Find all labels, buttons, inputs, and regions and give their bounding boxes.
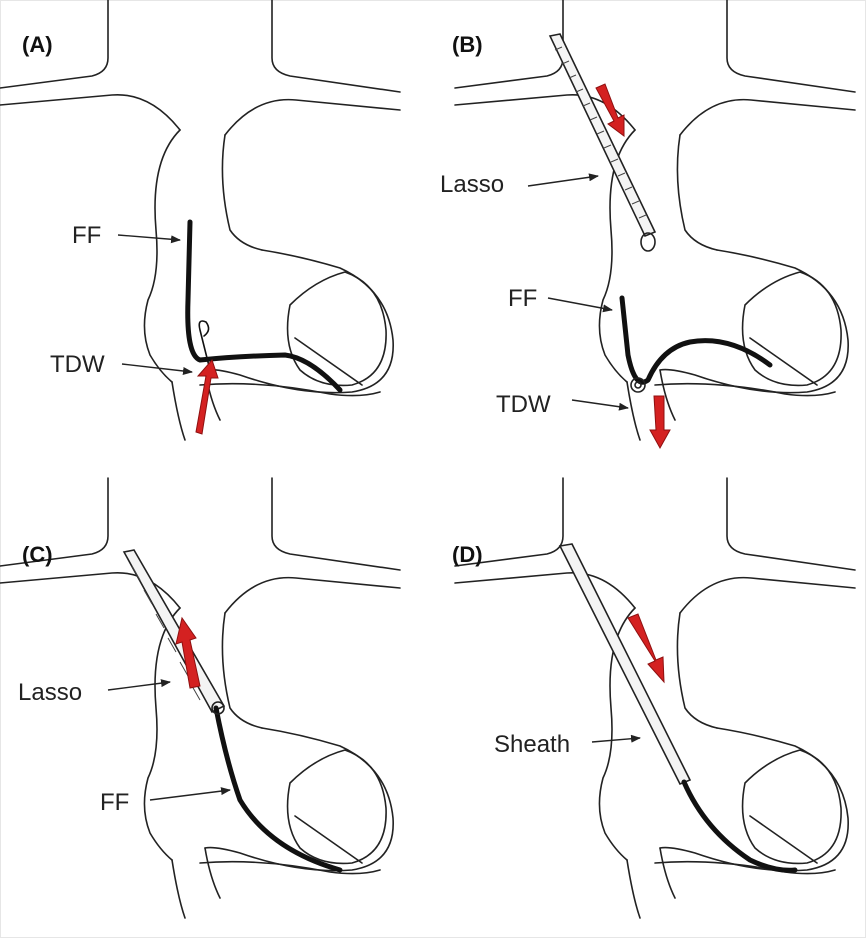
- panel-b-ff-wire: [622, 298, 770, 382]
- panel-b-lasso-leader: [528, 176, 598, 186]
- panel-b: (B) Lasso FF TDW: [440, 0, 855, 448]
- panel-d-wire: [684, 782, 795, 870]
- panel-c: (C) Lasso FF: [0, 478, 400, 918]
- panel-c-ff-wire: [216, 708, 340, 870]
- panel-a: (A) FF TDW: [0, 0, 400, 440]
- panel-c-callout-ff: FF: [100, 789, 129, 816]
- panel-d-sheath: [560, 544, 690, 784]
- panel-d-anatomy: [455, 478, 855, 918]
- panel-b-lasso-loop: [641, 233, 655, 251]
- panel-c-ff-leader: [150, 790, 230, 800]
- panel-b-callout-ff: FF: [508, 285, 537, 312]
- panel-d-callout-sheath: Sheath: [494, 731, 570, 758]
- panel-a-callout-ff: FF: [72, 222, 101, 249]
- panel-c-label: (C): [22, 542, 53, 567]
- panel-a-red-arrow: [196, 360, 218, 434]
- panel-d: (D) Sheath: [452, 478, 855, 918]
- panel-c-lasso-leader: [108, 682, 170, 690]
- panel-b-callout-lasso: Lasso: [440, 171, 504, 198]
- panel-b-tdw-leader: [572, 400, 628, 408]
- panel-b-lasso-catheter: [550, 34, 655, 236]
- panel-b-label: (B): [452, 32, 483, 57]
- panel-c-callout-lasso: Lasso: [18, 679, 82, 706]
- panel-a-callout-tdw: TDW: [50, 351, 105, 378]
- panel-c-lasso-catheter: [124, 550, 224, 712]
- panel-b-anatomy: [455, 0, 855, 440]
- panel-a-label: (A): [22, 32, 53, 57]
- panel-b-callout-tdw: TDW: [496, 391, 551, 418]
- panel-d-label: (D): [452, 542, 483, 567]
- panel-d-sheath-leader: [592, 738, 640, 742]
- panel-a-ff-leader: [118, 235, 180, 240]
- panel-a-tdw-curl: [199, 321, 210, 370]
- panel-b-red-arrow-bottom: [650, 396, 670, 448]
